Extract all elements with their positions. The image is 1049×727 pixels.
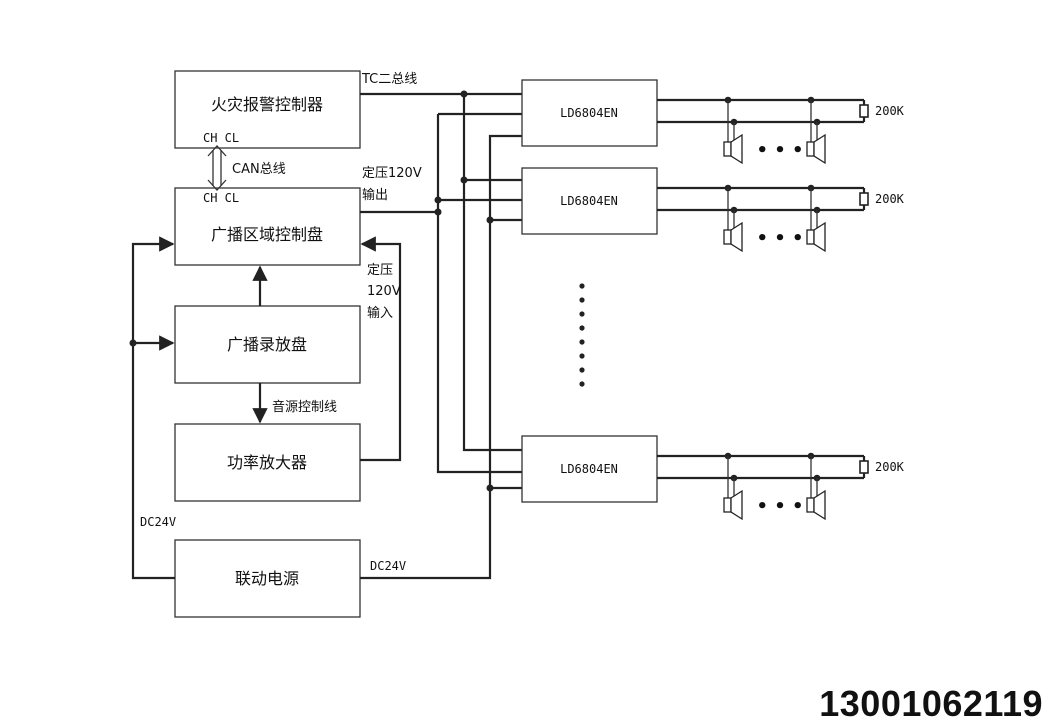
module-box-1: LD6804EN <box>521 79 658 147</box>
resistor-icon <box>859 460 869 474</box>
speaker-line-group-3: 200K • • • <box>657 452 905 521</box>
svg-text:LD6804EN: LD6804EN <box>560 194 618 208</box>
resistor-label: 200K <box>875 192 905 206</box>
dc24v-left-label: DC24V <box>140 515 176 529</box>
broadcast-recorder-box: 广播录放盘 <box>174 305 361 384</box>
speaker-line-group-1: 200K • • • <box>657 96 905 165</box>
speaker-ellipsis: • • • <box>756 496 803 517</box>
module-box-3: LD6804EN <box>521 435 658 503</box>
speaker-icon <box>806 221 826 253</box>
svg-text:功率放大器: 功率放大器 <box>227 453 307 472</box>
svg-text:LD6804EN: LD6804EN <box>560 462 618 476</box>
can-bus-label: CAN总线 <box>232 162 286 177</box>
resistor-label: 200K <box>875 460 905 474</box>
speaker-ellipsis: • • • <box>756 140 803 161</box>
linkage-power-box: 联动电源 <box>174 539 361 618</box>
module-box-2: LD6804EN <box>521 167 658 235</box>
ch-cl-label: CH CL <box>203 131 239 145</box>
svg-text:联动电源: 联动电源 <box>235 569 299 588</box>
phone-number: 13001062119 <box>819 683 1043 724</box>
dc24v-right-line <box>360 134 522 580</box>
svg-text:火灾报警控制器: 火灾报警控制器 <box>211 95 323 114</box>
resistor-icon <box>859 104 869 118</box>
svg-text:定压: 定压 <box>367 263 393 278</box>
resistor-icon <box>859 192 869 206</box>
vertical-ellipsis <box>579 283 585 387</box>
svg-text:输入: 输入 <box>367 305 393 321</box>
svg-text:定压120V: 定压120V <box>362 166 422 181</box>
dc24v-left-line <box>131 236 175 580</box>
svg-text:LD6804EN: LD6804EN <box>560 106 618 120</box>
speaker-icon <box>723 133 743 165</box>
speaker-icon <box>723 221 743 253</box>
fire-alarm-controller-box: 火灾报警控制器 CH CL <box>174 70 361 149</box>
svg-text:广播区域控制盘: 广播区域控制盘 <box>211 225 323 244</box>
can-bus-link: CAN总线 <box>207 145 286 191</box>
speaker-ellipsis: • • • <box>756 228 803 249</box>
svg-text:120V: 120V <box>367 284 401 299</box>
svg-text:输出: 输出 <box>362 187 388 203</box>
resistor-label: 200K <box>875 104 905 118</box>
speaker-icon <box>723 489 743 521</box>
svg-text:广播录放盘: 广播录放盘 <box>227 335 307 354</box>
broadcast-zone-panel-box: CH CL 广播区域控制盘 <box>174 187 361 266</box>
speaker-icon <box>806 489 826 521</box>
amp-to-zone-line <box>360 236 402 462</box>
speaker-line-group-2: 200K • • • <box>657 184 905 253</box>
dc24v-right-label: DC24V <box>370 559 406 573</box>
speaker-icon <box>806 133 826 165</box>
ch-cl-label: CH CL <box>203 191 239 205</box>
power-amplifier-box: 功率放大器 <box>174 423 361 502</box>
tc-bus-label: TC二总线 <box>361 72 417 87</box>
audio-control-label: 音源控制线 <box>272 399 337 415</box>
